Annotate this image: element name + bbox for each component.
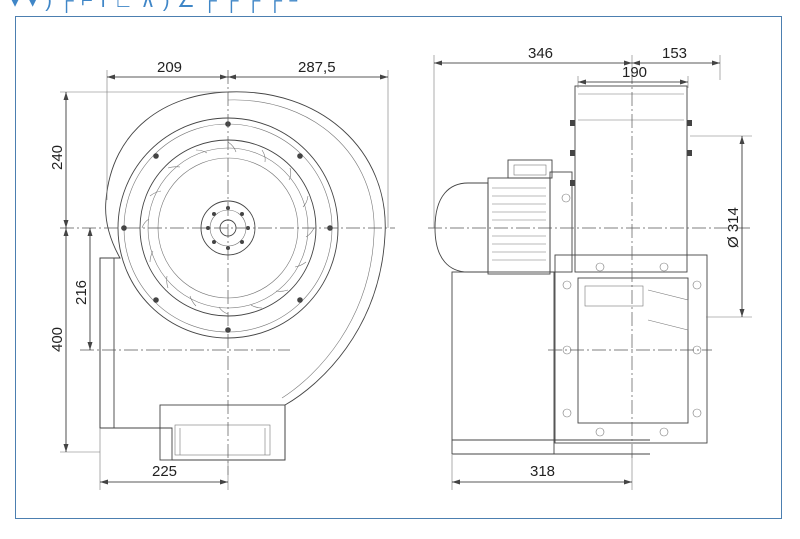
dim-side-346: 346: [528, 45, 553, 62]
dim-front-287-5: 287,5: [298, 59, 336, 76]
dim-front-209: 209: [157, 59, 182, 76]
drawing-frame: [15, 16, 782, 519]
dim-front-225: 225: [152, 463, 177, 480]
dim-side-153: 153: [662, 45, 687, 62]
dim-side-diameter-314: Ø 314: [725, 207, 742, 248]
header-title: ▾ ▾ ) ┌ ⌐ ı ∟ ∧ ) ∠ ┌ ┌ ┌ ┌ ┘: [10, 0, 305, 12]
front-dimensions: 209 287,5 240 400 216 225: [49, 59, 389, 490]
front-view: [60, 70, 395, 475]
side-view: [428, 70, 752, 460]
dim-side-190: 190: [622, 64, 647, 81]
dim-front-400: 400: [49, 327, 66, 352]
dim-front-216: 216: [73, 280, 90, 305]
dim-front-240: 240: [49, 145, 66, 170]
dim-side-318: 318: [530, 463, 555, 480]
side-dimensions: 346 153 190 Ø 314 318: [433, 45, 752, 490]
